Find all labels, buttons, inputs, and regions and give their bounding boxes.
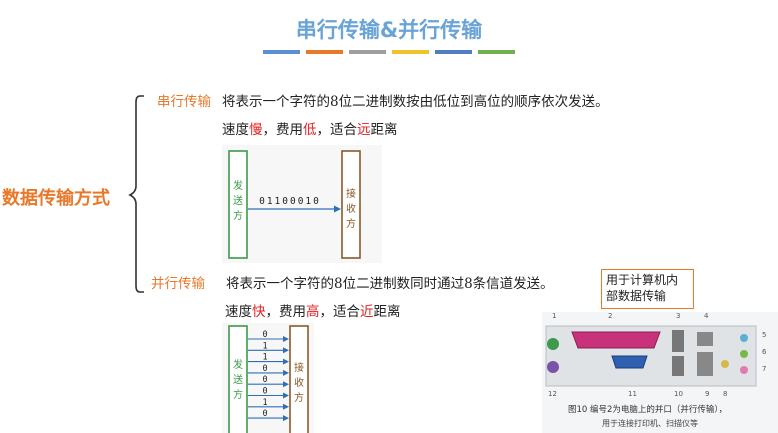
usb-port-icon [697, 352, 713, 376]
cost-value: 低 [303, 122, 317, 138]
port-number: 3 [676, 312, 680, 320]
port-number: 11 [628, 390, 637, 398]
receiver-box [341, 150, 361, 259]
sender-char-1: 发 [233, 358, 243, 371]
sender-char-2: 送 [233, 194, 243, 207]
color-bar [306, 50, 343, 54]
serial-properties: 速度慢，费用低，适合远距离 [222, 118, 398, 138]
arrow-head-icon [283, 369, 289, 376]
sender-box [228, 150, 248, 259]
parallel-properties: 速度快，费用高，适合近距离 [225, 300, 401, 320]
sender-char-1: 发 [233, 179, 243, 192]
color-bar [435, 50, 472, 54]
usb-port-icon [672, 356, 684, 376]
ps2-mouse-port-icon [547, 338, 559, 350]
speed-prefix: 速度 [222, 122, 249, 138]
parallel-bit: 0 [262, 364, 267, 374]
suit-suffix: 距离 [370, 122, 398, 138]
computer-ports-figure: 1 2 3 4 5 6 7 12 11 10 9 8 图10 编号2为电脑上的并… [542, 312, 778, 433]
arrow-head-icon [283, 403, 289, 410]
page-title: 串行传输&并行传输 [295, 18, 483, 42]
arrow-head-icon [283, 381, 289, 388]
receiver-char-2: 收 [346, 202, 356, 215]
main-topic-label: 数据传输方式 [2, 188, 110, 209]
ps2-keyboard-port-icon [547, 361, 559, 373]
curly-brace [128, 95, 144, 293]
cost-prefix: ，费用 [265, 304, 307, 320]
speed-value: 快 [252, 304, 266, 320]
serial-transmission-diagram: 发 送 方 接 收 方 01100010 [222, 145, 382, 263]
arrow-head-icon [283, 347, 289, 354]
suit-value: 近 [360, 304, 374, 320]
vga-port-icon [611, 355, 648, 369]
receiver-char-1: 接 [346, 187, 356, 200]
suit-value: 远 [357, 122, 371, 138]
port-number: 12 [548, 390, 557, 398]
color-bar [392, 50, 429, 54]
callout-note: 用于计算机内部数据传输 [601, 269, 694, 309]
arrow-head-icon [334, 205, 341, 213]
serial-bits: 01100010 [259, 196, 321, 207]
suit-prefix: ，适合 [319, 304, 361, 320]
figure-caption-line2: 用于连接打印机、扫描仪等 [602, 418, 698, 428]
port-number: 9 [705, 390, 709, 398]
audio-port-icon [721, 360, 729, 368]
port-number: 4 [704, 312, 709, 320]
parallel-bit: 0 [262, 387, 267, 397]
cost-value: 高 [306, 304, 320, 320]
audio-port-icon [740, 366, 748, 374]
receiver-box [289, 325, 309, 433]
ports-illustration: 1 2 3 4 5 6 7 12 11 10 9 8 图10 编号2为电脑上的并… [542, 312, 778, 433]
title-color-bars [263, 50, 515, 54]
parallel-transmission-diagram: 发 送 方 接 收 方 01100010 [222, 323, 314, 433]
speed-value: 慢 [249, 122, 263, 138]
parallel-port-icon [571, 331, 661, 349]
parallel-bit: 0 [262, 375, 267, 385]
arrow-head-icon [283, 415, 289, 422]
port-number: 1 [552, 312, 556, 320]
suit-suffix: 距离 [373, 304, 401, 320]
receiver-char-3: 方 [346, 217, 356, 230]
parallel-bit: 1 [262, 341, 267, 351]
serial-label: 串行传输 [157, 94, 211, 110]
parallel-description: 将表示一个字符的8位二进制数同时通过8条信道发送。 [226, 276, 554, 292]
parallel-bit: 1 [262, 353, 267, 363]
parallel-bit: 0 [262, 409, 267, 419]
ethernet-port-icon [697, 332, 713, 346]
port-number: 6 [762, 348, 767, 356]
speed-prefix: 速度 [225, 304, 252, 320]
parallel-channels: 01100010 [248, 330, 289, 422]
color-bar [349, 50, 386, 54]
port-number: 5 [762, 331, 766, 339]
arrow-head-icon [283, 358, 289, 365]
sender-char-3: 方 [233, 388, 243, 401]
arrow-head-icon [283, 392, 289, 399]
audio-port-icon [740, 334, 748, 342]
port-number: 8 [723, 390, 727, 398]
receiver-char-3: 方 [294, 391, 304, 404]
parallel-bit: 1 [262, 398, 267, 408]
usb-port-icon [672, 330, 684, 352]
port-number: 2 [608, 312, 612, 320]
port-number: 10 [674, 390, 683, 398]
parallel-label: 并行传输 [151, 276, 205, 292]
sender-char-3: 方 [233, 209, 243, 222]
sender-char-2: 送 [233, 373, 243, 386]
color-bar [263, 50, 300, 54]
color-bar [478, 50, 515, 54]
figure-caption-line1: 图10 编号2为电脑上的并口（并行传输）， [568, 404, 727, 415]
sender-box [228, 325, 248, 433]
serial-description: 将表示一个字符的8位二进制数按由低位到高位的顺序依次发送。 [222, 94, 609, 110]
arrow-head-icon [283, 336, 289, 342]
audio-port-icon [740, 350, 748, 358]
cost-prefix: ，费用 [262, 122, 304, 138]
receiver-char-2: 收 [294, 376, 304, 389]
receiver-char-1: 接 [294, 361, 304, 374]
parallel-bit: 0 [262, 330, 267, 340]
port-number: 7 [762, 365, 766, 373]
suit-prefix: ，适合 [316, 122, 358, 138]
